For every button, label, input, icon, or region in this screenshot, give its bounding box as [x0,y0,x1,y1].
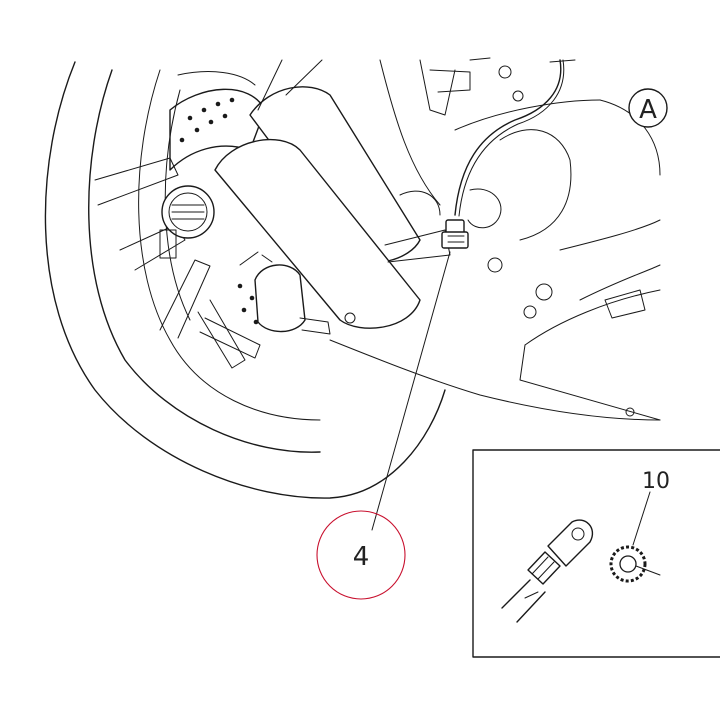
view-marker-a: A [628,88,668,128]
brake-caliper [239,251,331,335]
wheel-hub [159,185,215,259]
leader-line-part-4 [371,251,451,531]
leader-line-part-10 [632,491,651,546]
sensor-wire-harness [441,59,565,249]
ring-terminal-icon [501,519,594,623]
front-wheel [44,61,446,499]
wire-connector-icon [441,219,469,249]
lock-washer-icon [609,545,647,583]
tire-inner-edge [88,69,321,453]
fork-tube-lower [214,138,421,329]
part-number-4-label: 4 [353,542,370,572]
lower-fairing [329,289,661,421]
sensor-wire [454,59,562,216]
tire-outer-edge [44,61,446,499]
bolt-shaft [635,565,661,576]
part-number-10-label: 10 [642,469,670,494]
inset-frame [472,449,720,658]
highlight-circle [316,510,406,600]
detail-inset: 10 [472,449,720,658]
frame-engine-area [379,57,661,319]
brake-disc-holes [179,97,259,325]
view-marker-label: A [639,95,657,125]
fork-leg [177,59,421,329]
rim-edge [138,69,321,421]
